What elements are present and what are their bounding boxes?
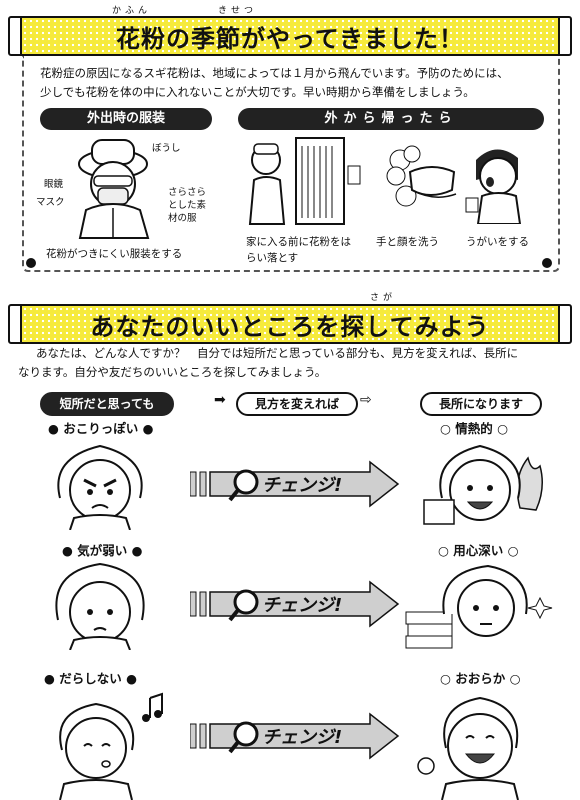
weakness-label-1: ● おこりっぽい ● <box>48 421 154 436</box>
washing-hands-illustration <box>386 145 457 207</box>
banner-end-left <box>8 16 22 56</box>
right-caption-2: 手と顔を洗う <box>376 236 439 248</box>
section1-intro: 花粉症の原因になるスギ花粉は、地域によっては１月から飛んでいます。予防のためには… <box>40 64 560 102</box>
section1-box <box>22 56 560 272</box>
strength-label-1: ○ 情熱的 ○ <box>440 421 509 436</box>
angry-child-illustration <box>57 444 143 530</box>
ruby-sagasu: さが <box>370 293 397 303</box>
section1-banner: 花粉の季節がやってきました！ <box>8 16 572 56</box>
column-label-weakness: 短所だと思っても <box>40 392 174 416</box>
careful-child-illustration <box>405 564 553 649</box>
strength-label-2: ○ 用心深い ○ <box>438 543 519 558</box>
banner-end-right <box>558 304 572 344</box>
label-hat: ぼうし <box>152 143 181 154</box>
s2-intro-line-2: なります。自分や友だちのいいところを探してみましょう。 <box>18 365 327 379</box>
bullet-dot-right <box>542 258 552 268</box>
column-label-strength: 長所になります <box>420 392 542 416</box>
ruby-kafun: かふん <box>112 6 152 16</box>
section1-title: 花粉の季節がやってきました！ <box>115 24 465 53</box>
easygoing-child-illustration <box>417 696 519 800</box>
gargling-illustration <box>465 149 522 224</box>
section2-title: あなたのいいところを探してみよう <box>90 312 490 341</box>
label-glasses: 眼鏡 <box>44 179 64 190</box>
intro-line-2: 少しでも花粉を体の中に入れないことが大切です。早い時期から準備をしましょう。 <box>40 85 475 99</box>
bullet-dot-left <box>26 258 36 268</box>
change-label-1: チェンジ! <box>262 475 342 496</box>
change-arrow-1: チェンジ! <box>190 460 400 508</box>
right-heading: 外から帰ったら <box>238 108 544 130</box>
section2-intro: あなたは、どんな人ですか？ 自分では短所だと思っている部分も、見方を変えれば、長… <box>18 344 568 382</box>
weakness-label-2: ● 気が弱い ● <box>62 543 143 558</box>
arrow-right-outline-icon: ⇨ <box>360 392 372 408</box>
right-caption-1: 家に入る前に花粉をはらい落とす <box>246 236 351 264</box>
left-caption: 花粉がつきにくい服装をする <box>46 248 183 260</box>
column-label-viewpoint: 見方を変えれば <box>236 392 358 416</box>
left-heading: 外出時の服装 <box>40 108 212 130</box>
ruby-kisetsu: きせつ <box>218 6 258 16</box>
passionate-child-illustration <box>423 444 543 525</box>
change-label-2: チェンジ! <box>262 595 342 616</box>
right-caption-3: うがいをする <box>466 236 529 248</box>
banner-end-left <box>8 304 22 344</box>
timid-child-illustration <box>55 562 145 650</box>
label-mask: マスク <box>36 197 65 208</box>
change-arrow-3: チェンジ! <box>190 712 400 760</box>
change-arrow-2: チェンジ! <box>190 580 400 628</box>
banner-end-right <box>558 16 572 56</box>
section2-banner: あなたのいいところを探してみよう <box>8 304 572 344</box>
label-fabric: さらさらとした素材の服 <box>168 187 207 224</box>
sloppy-child-illustration <box>59 692 163 800</box>
change-label-3: チェンジ! <box>262 727 342 748</box>
weakness-label-3: ● だらしない ● <box>44 671 138 686</box>
intro-line-1: 花粉症の原因になるスギ花粉は、地域によっては１月から飛んでいます。予防のためには… <box>40 66 509 80</box>
masked-person-illustration <box>78 139 150 239</box>
s2-intro-line-1: あなたは、どんな人ですか？ 自分では短所だと思っている部分も、見方を変えれば、長… <box>36 346 519 360</box>
arrow-right-icon: ➡ <box>214 392 226 408</box>
door-brushing-illustration <box>248 137 361 225</box>
strength-label-3: ○ おおらか ○ <box>440 671 521 686</box>
